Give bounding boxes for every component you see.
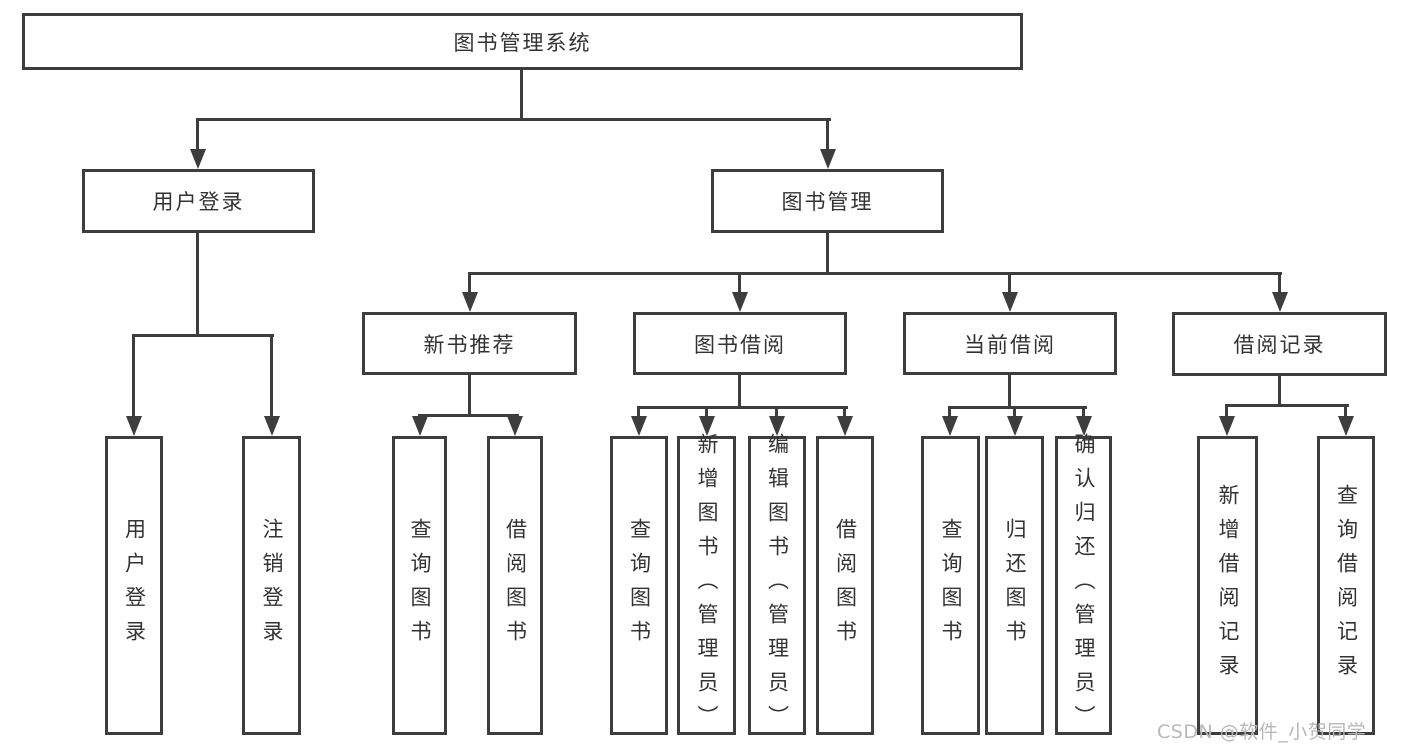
node-new-book-recommend: 新书推荐: [362, 312, 577, 375]
connector-line: [1013, 406, 1016, 418]
connector-line: [637, 406, 640, 418]
leaf-user-login: 用户登录: [105, 436, 163, 735]
arrow-down-icon: [264, 416, 280, 436]
node-label: 用户登录: [152, 190, 245, 214]
leaf-add-borrow-record: 新增借阅记录: [1197, 436, 1258, 735]
connector-line: [1225, 404, 1228, 418]
connector-line: [1278, 375, 1281, 407]
connector-line: [468, 272, 1282, 275]
leaf-add-book-admin: 新增图书（管理员）: [677, 433, 736, 739]
connector-line: [1278, 272, 1281, 296]
connector-line: [132, 334, 274, 337]
connector-line: [196, 118, 831, 121]
connector-line: [1225, 404, 1349, 407]
connector-line: [132, 334, 135, 418]
node-label: 新增借阅记录: [1216, 483, 1240, 688]
node-label: 查询图书: [627, 517, 652, 654]
leaf-borrow-books-recommend: 借阅图书: [487, 436, 543, 735]
arrow-down-icon: [462, 292, 478, 312]
arrow-down-icon: [1002, 292, 1018, 312]
csdn-watermark: CSDN @软件_小贺同学: [1157, 721, 1367, 743]
node-label: 图书借阅: [694, 332, 786, 357]
node-label: 注销登录: [260, 517, 284, 654]
leaf-edit-book-admin: 编辑图书（管理员）: [748, 433, 806, 739]
connector-line: [1008, 375, 1011, 409]
connector-line: [948, 406, 1087, 409]
connector-line: [520, 69, 523, 121]
leaf-logout: 注销登录: [242, 436, 301, 735]
node-label: 图书管理: [781, 190, 874, 214]
arrow-down-icon: [942, 416, 958, 436]
arrow-down-icon: [190, 149, 206, 169]
arrow-down-icon: [1338, 416, 1354, 436]
connector-line: [843, 406, 846, 418]
leaf-query-books-current: 查询图书: [921, 436, 980, 735]
connector-line: [468, 375, 471, 417]
leaf-query-borrow-record: 查询借阅记录: [1317, 436, 1375, 735]
arrow-down-icon: [1219, 416, 1235, 436]
arrow-down-icon: [699, 416, 715, 436]
node-label: 新书推荐: [423, 332, 516, 357]
connector-line: [826, 233, 829, 275]
node-book-borrowing: 图书借阅: [633, 312, 847, 375]
node-book-management: 图书管理: [711, 169, 944, 233]
node-label: 借阅记录: [1233, 333, 1326, 357]
node-library-management-system: 图书管理系统: [22, 13, 1023, 70]
arrow-down-icon: [631, 416, 647, 436]
connector-line: [1008, 272, 1011, 296]
node-current-borrowing: 当前借阅: [903, 312, 1117, 375]
connector-line: [1344, 404, 1347, 418]
connector-line: [1082, 406, 1085, 418]
arrow-down-icon: [412, 416, 428, 436]
node-label: 用户登录: [122, 517, 147, 654]
connector-line: [418, 414, 519, 417]
connector-line: [948, 406, 951, 418]
leaf-return-book: 归还图书: [985, 436, 1044, 735]
connector-line: [270, 334, 273, 418]
node-label: 新增图书（管理员）: [695, 432, 719, 739]
connector-line: [196, 233, 199, 337]
node-label: 归还图书: [1003, 517, 1027, 654]
leaf-query-books-recommend: 查询图书: [392, 436, 447, 735]
arrow-down-icon: [507, 416, 523, 436]
node-user-login: 用户登录: [82, 169, 315, 233]
node-label: 查询借阅记录: [1334, 483, 1359, 688]
arrow-down-icon: [1007, 416, 1023, 436]
node-label: 查询图书: [939, 517, 963, 654]
node-label: 图书管理系统: [453, 30, 592, 55]
connector-line: [196, 118, 199, 152]
arrow-down-icon: [769, 416, 785, 436]
connector-line: [468, 272, 471, 296]
leaf-query-books-borrow: 查询图书: [610, 436, 668, 735]
arrow-down-icon: [837, 416, 853, 436]
arrow-down-icon: [732, 292, 748, 312]
node-label: 编辑图书（管理员）: [765, 432, 790, 739]
arrow-down-icon: [1076, 416, 1092, 436]
connector-line: [738, 375, 741, 409]
node-label: 借阅图书: [833, 517, 858, 654]
leaf-borrow-books: 借阅图书: [816, 436, 874, 735]
arrow-down-icon: [1272, 292, 1288, 312]
connector-line: [637, 406, 848, 409]
leaf-confirm-return-admin: 确认归还（管理员）: [1055, 433, 1112, 739]
connector-line: [775, 406, 778, 418]
node-label: 借阅图书: [503, 517, 528, 654]
arrow-down-icon: [820, 149, 836, 169]
arrow-down-icon: [126, 416, 142, 436]
node-borrowing-records: 借阅记录: [1172, 312, 1387, 376]
node-label: 查询图书: [408, 517, 432, 654]
connector-line: [738, 272, 741, 296]
node-label: 确认归还（管理员）: [1072, 432, 1096, 739]
connector-line: [705, 406, 708, 418]
connector-line: [826, 118, 829, 152]
node-label: 当前借阅: [964, 332, 1056, 357]
